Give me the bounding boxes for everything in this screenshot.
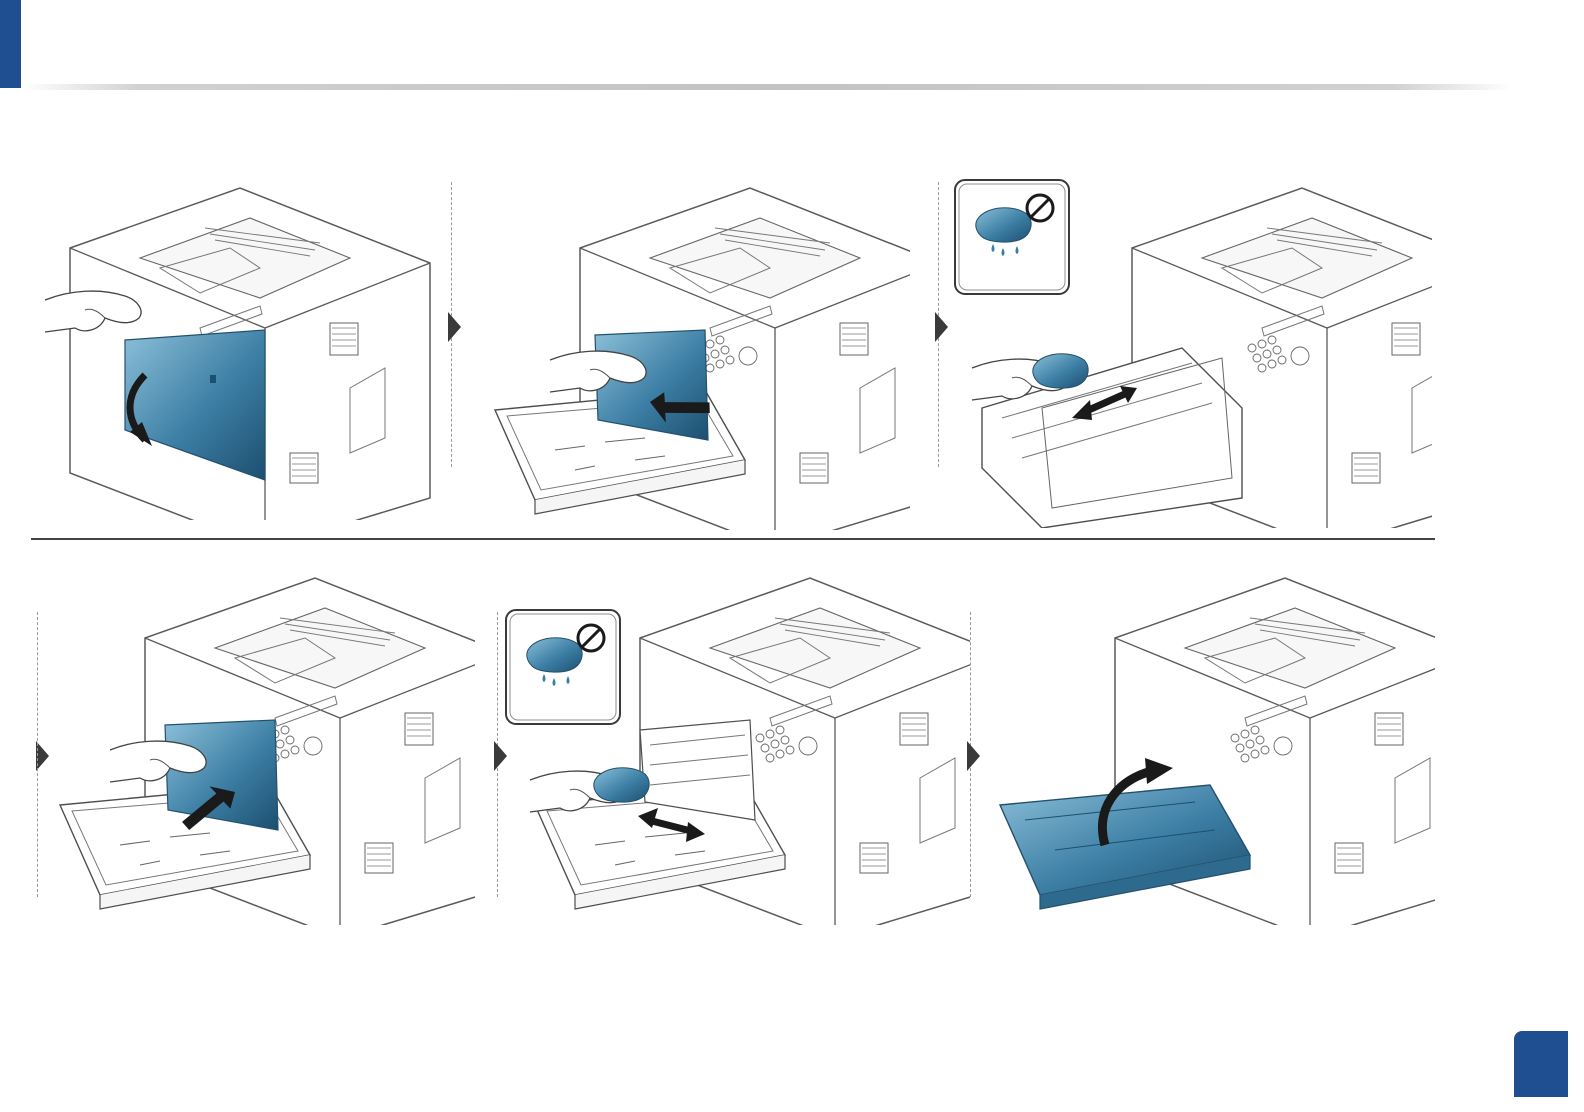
next-step-arrow	[935, 312, 948, 342]
step-separator	[37, 612, 38, 897]
page-number-badge	[1514, 1031, 1568, 1097]
row-divider	[31, 538, 1435, 540]
step-1-open-front-cover	[30, 180, 450, 520]
no-wet-cloth-icon	[506, 610, 620, 724]
step-2-remove-waste-toner-container	[490, 180, 910, 530]
next-step-arrow	[967, 741, 980, 771]
header-divider	[22, 84, 1512, 90]
chapter-tab	[0, 0, 21, 88]
step-5-clean-inside-with-dry-cloth	[500, 570, 970, 925]
step-3-clean-with-dry-cloth	[952, 178, 1432, 528]
step-6-close-front-cover	[995, 570, 1435, 925]
step-4-insert-waste-toner-container	[55, 570, 475, 925]
no-wet-cloth-icon	[955, 180, 1069, 294]
next-step-arrow	[448, 312, 461, 342]
